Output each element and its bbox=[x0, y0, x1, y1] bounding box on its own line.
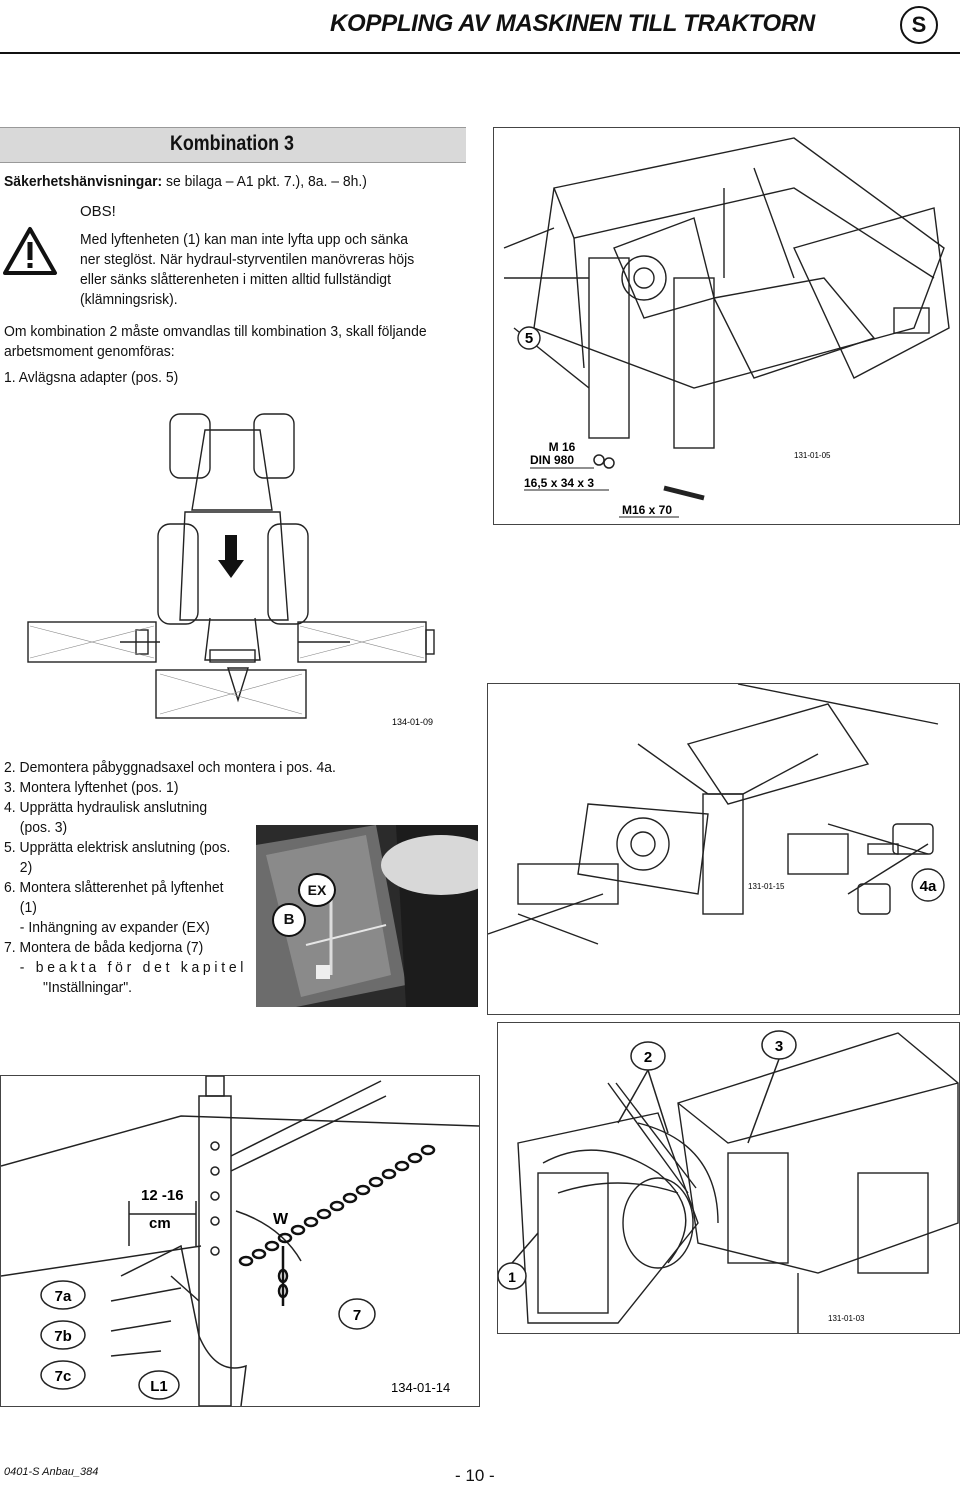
section-bar: Kombination 3 bbox=[0, 127, 466, 163]
lift-code: 131-01-03 bbox=[828, 1314, 865, 1323]
tractor-figure: 134-01-09 bbox=[20, 400, 440, 730]
adapter-label: M 16 bbox=[549, 440, 576, 454]
adapter-figure: 5 M 16 DIN 980 16,5 x 34 x 3 M16 x 70 13… bbox=[493, 127, 960, 525]
lift-callout: 1 bbox=[508, 1269, 516, 1285]
tractor-drawing: 134-01-09 bbox=[27, 413, 435, 727]
safety-line: Säkerhetshänvisningar: se bilaga – A1 pk… bbox=[4, 172, 367, 192]
chain-w-label: W bbox=[273, 1211, 289, 1228]
warning-line: ner steglöst. När hydraul-styrventilen m… bbox=[80, 251, 415, 268]
adapter-label: M16 x 70 bbox=[622, 503, 672, 517]
header-rule bbox=[0, 52, 960, 54]
step-item: 3. Montera lyftenhet (pos. 1) bbox=[4, 779, 179, 796]
warning-line: eller sänks slåtterenheten i mitten allt… bbox=[80, 271, 391, 288]
lift-drawing: 2 3 1 131-01-03 bbox=[497, 1030, 959, 1333]
tractor-code: 134-01-09 bbox=[392, 717, 433, 727]
chain-figure: 12 -16 cm W 7a 7b 7c L1 7 134-01-14 bbox=[0, 1075, 480, 1407]
section-title: Kombination 3 bbox=[170, 132, 294, 155]
steps-list: 2. Demontera påbyggnadsaxel och montera … bbox=[4, 758, 336, 998]
step-item: - Inhängning av expander (EX) bbox=[19, 919, 210, 936]
warning-triangle-icon bbox=[3, 227, 57, 275]
safety-label: Säkerhetshänvisningar: bbox=[4, 173, 163, 190]
chain-callout: 7 bbox=[353, 1307, 361, 1324]
obs-label: OBS! bbox=[80, 203, 116, 220]
lift-figure: 2 3 1 131-01-03 bbox=[497, 1022, 960, 1334]
step-item: 4. Upprätta hydraulisk anslutning bbox=[4, 799, 208, 816]
chain-callout: L1 bbox=[150, 1378, 168, 1395]
safety-text: se bilaga – A1 pkt. 7.), 8a. – 8h.) bbox=[166, 173, 367, 190]
chain-drawing: 12 -16 cm W 7a 7b 7c L1 7 134-01-14 bbox=[0, 1075, 480, 1407]
warning-line: Med lyftenheten (1) kan man inte lyfta u… bbox=[80, 231, 409, 248]
callout-ex: EX bbox=[298, 873, 336, 907]
lift-callout: 2 bbox=[644, 1049, 652, 1066]
warning-text: Med lyftenheten (1) kan man inte lyfta u… bbox=[80, 230, 472, 310]
chain-range-label: 12 -16 bbox=[141, 1187, 184, 1204]
chain-unit-label: cm bbox=[149, 1215, 171, 1232]
intro-line: arbetsmoment genomföras: bbox=[4, 343, 175, 360]
shaft-code: 131-01-15 bbox=[748, 882, 785, 891]
page-header-title: KOPPLING AV MASKINEN TILL TRAKTORN bbox=[330, 10, 815, 37]
shaft-drawing: 4a 131-01-15 bbox=[487, 683, 945, 945]
step-item: - beakta för det kapitel bbox=[19, 959, 248, 976]
adapter-label: DIN 980 bbox=[530, 453, 574, 467]
chain-callout: 7b bbox=[54, 1328, 72, 1345]
intro-text: Om kombination 2 måste omvandlas till ko… bbox=[4, 322, 458, 362]
step-item: "Inställningar". bbox=[43, 979, 133, 996]
footer-doc-id: 0401-S Anbau_384 bbox=[4, 1466, 99, 1478]
intro-line: Om kombination 2 måste omvandlas till ko… bbox=[4, 323, 427, 340]
chain-callout: 7a bbox=[55, 1288, 72, 1305]
warning-line: (klämningsrisk). bbox=[80, 291, 178, 308]
step-item: (1) bbox=[19, 899, 37, 916]
adapter-label: 16,5 x 34 x 3 bbox=[524, 476, 594, 490]
step-item: 6. Montera slåtterenhet på lyftenhet bbox=[4, 879, 224, 896]
step-item: 2. Demontera påbyggnadsaxel och montera … bbox=[4, 759, 336, 776]
shaft-callout: 4a bbox=[920, 878, 937, 895]
adapter-drawing: 5 M 16 DIN 980 16,5 x 34 x 3 M16 x 70 13… bbox=[503, 137, 950, 518]
footer-page-number: - 10 - bbox=[455, 1466, 495, 1485]
chain-code: 134-01-14 bbox=[391, 1380, 450, 1395]
chain-callout: 7c bbox=[55, 1368, 72, 1385]
adapter-callout: 5 bbox=[525, 330, 533, 347]
step-item: (pos. 3) bbox=[19, 819, 68, 836]
adapter-code: 131-01-05 bbox=[794, 451, 831, 460]
step-item: 5. Upprätta elektrisk anslutning (pos. bbox=[4, 839, 231, 856]
step-1: 1. Avlägsna adapter (pos. 5) bbox=[4, 369, 179, 386]
expander-photo: B EX bbox=[256, 825, 478, 1007]
step-item: 2) bbox=[19, 859, 33, 876]
callout-b: B bbox=[272, 903, 306, 937]
step-item: 7. Montera de båda kedjorna (7) bbox=[4, 939, 204, 956]
lift-callout: 3 bbox=[775, 1038, 783, 1055]
language-badge: S bbox=[900, 6, 938, 44]
shaft-figure: 4a 131-01-15 bbox=[487, 683, 960, 1015]
